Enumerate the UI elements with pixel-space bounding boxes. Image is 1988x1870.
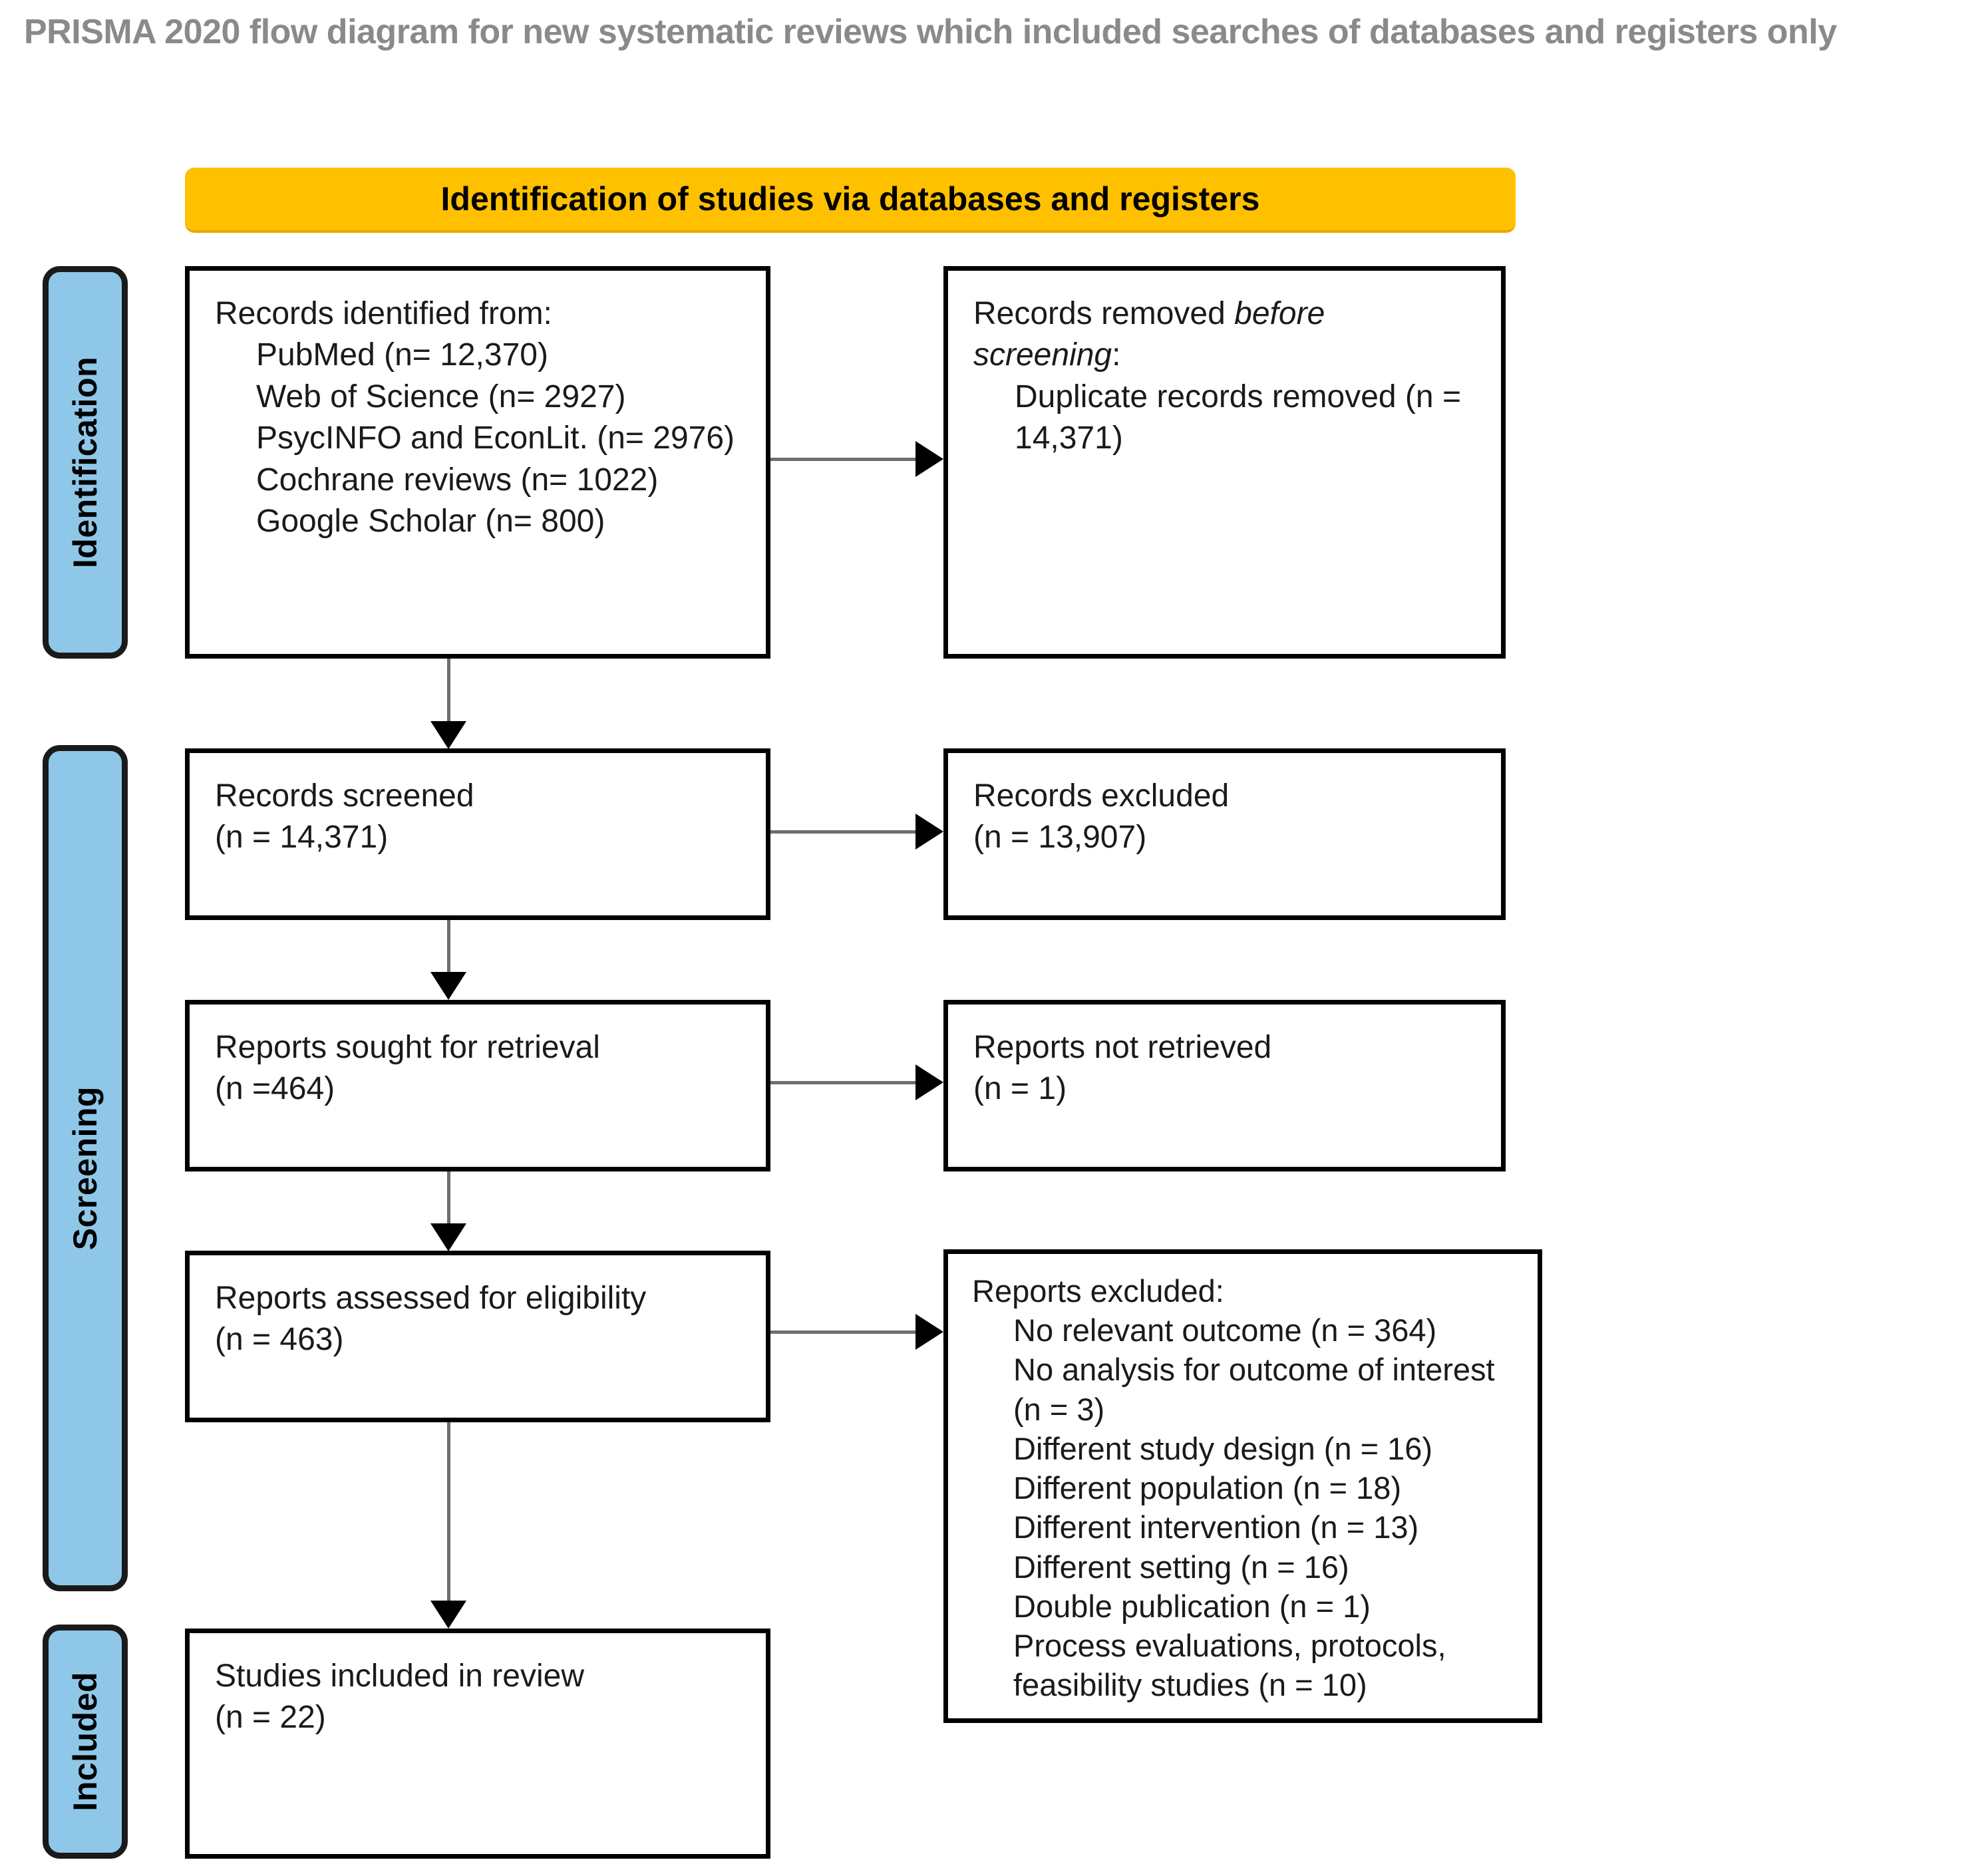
arrow-head-down-icon <box>430 1601 466 1629</box>
records-excluded-label: Records excluded <box>973 778 1230 814</box>
records-screened-label: Records screened <box>215 778 474 814</box>
records-removed-heading: Records removed before screening: <box>973 293 1481 377</box>
reports-assessed-label: Reports assessed for eligibility <box>215 1281 647 1316</box>
records-identified-item-cochrane: Cochrane reviews (n= 1022) <box>256 462 659 498</box>
arrow-head-right-icon <box>915 1064 943 1100</box>
records-removed-heading-part1: Records removed <box>973 296 1235 331</box>
reports-excluded-item-no-relevant-outcome: No relevant outcome (n = 364) <box>1013 1313 1437 1348</box>
identification-header-band: Identification of studies via databases … <box>185 168 1516 233</box>
arrow-line <box>447 659 450 722</box>
identification-header-label: Identification of studies via databases … <box>440 180 1260 218</box>
reports-assessed-count: (n = 463) <box>215 1322 344 1358</box>
reports-sought-count: (n =464) <box>215 1071 335 1107</box>
arrow-line <box>447 1422 450 1602</box>
reports-excluded-item-double-publication: Double publication (n = 1) <box>1013 1588 1371 1624</box>
studies-included-count: (n = 22) <box>215 1700 326 1736</box>
box-records-screened: Records screened (n = 14,371) <box>185 748 770 920</box>
arrow-head-down-icon <box>430 1223 466 1251</box>
stage-label-included: Included <box>67 1672 104 1811</box>
arrow-head-right-icon <box>915 814 943 850</box>
arrow-line <box>770 830 917 834</box>
page-title: PRISMA 2020 flow diagram for new systema… <box>24 13 1837 51</box>
reports-excluded-item-different-intervention: Different intervention (n = 13) <box>1013 1509 1419 1545</box>
reports-excluded-heading: Reports excluded: <box>972 1273 1224 1309</box>
studies-included-label: Studies included in review <box>215 1658 584 1694</box>
arrow-head-down-icon <box>430 721 466 749</box>
records-excluded-count: (n = 13,907) <box>973 820 1147 856</box>
reports-excluded-item-different-population: Different population (n = 18) <box>1013 1470 1402 1506</box>
arrow-line <box>447 1171 450 1225</box>
arrow-line <box>447 920 450 973</box>
arrow-head-down-icon <box>430 972 466 1000</box>
reports-not-retrieved-label: Reports not retrieved <box>973 1030 1272 1065</box>
records-identified-item-pubmed: PubMed (n= 12,370) <box>256 337 548 373</box>
arrow-head-right-icon <box>915 1314 943 1350</box>
box-reports-sought-for-retrieval: Reports sought for retrieval (n =464) <box>185 1000 770 1171</box>
reports-sought-label: Reports sought for retrieval <box>215 1030 600 1065</box>
records-identified-item-web-of-science: Web of Science (n= 2927) <box>256 379 626 414</box>
box-reports-excluded: Reports excluded: No relevant outcome (n… <box>943 1249 1542 1723</box>
reports-excluded-item-no-analysis: No analysis for outcome of interest (n =… <box>1013 1352 1504 1427</box>
records-removed-heading-part2: : <box>1112 337 1121 373</box>
records-removed-item-duplicates: Duplicate records removed (n = 14,371) <box>1015 379 1470 456</box>
arrow-head-right-icon <box>915 441 943 477</box>
stage-bar-screening: Screening <box>43 745 128 1591</box>
stage-bar-identification: Identification <box>43 266 128 659</box>
stage-bar-included: Included <box>43 1625 128 1859</box>
box-reports-not-retrieved: Reports not retrieved (n = 1) <box>943 1000 1506 1171</box>
records-identified-item-psycinfo-econlit: PsycINFO and EconLit. (n= 2976) <box>256 420 735 456</box>
records-identified-heading: Records identified from: <box>215 296 552 331</box>
arrow-line <box>770 1081 917 1084</box>
reports-not-retrieved-count: (n = 1) <box>973 1071 1067 1107</box>
reports-excluded-item-different-study-design: Different study design (n = 16) <box>1013 1430 1433 1466</box>
reports-excluded-item-process-evaluations: Process evaluations, protocols, feasibil… <box>1013 1627 1455 1703</box>
reports-excluded-item-different-setting: Different setting (n = 16) <box>1013 1549 1349 1585</box>
stage-label-screening: Screening <box>67 1086 104 1251</box>
box-records-identified: Records identified from: PubMed (n= 12,3… <box>185 266 770 659</box>
arrow-line <box>770 458 917 461</box>
box-records-excluded: Records excluded (n = 13,907) <box>943 748 1506 920</box>
box-reports-assessed-for-eligibility: Reports assessed for eligibility (n = 46… <box>185 1251 770 1422</box>
records-screened-count: (n = 14,371) <box>215 820 389 856</box>
box-records-removed-before-screening: Records removed before screening: Duplic… <box>943 266 1506 659</box>
records-identified-item-google-scholar: Google Scholar (n= 800) <box>256 503 605 539</box>
arrow-line <box>770 1330 917 1334</box>
box-studies-included-in-review: Studies included in review (n = 22) <box>185 1629 770 1859</box>
stage-label-identification: Identification <box>67 356 104 569</box>
records-removed-heading-italic: before screening <box>973 296 1334 373</box>
